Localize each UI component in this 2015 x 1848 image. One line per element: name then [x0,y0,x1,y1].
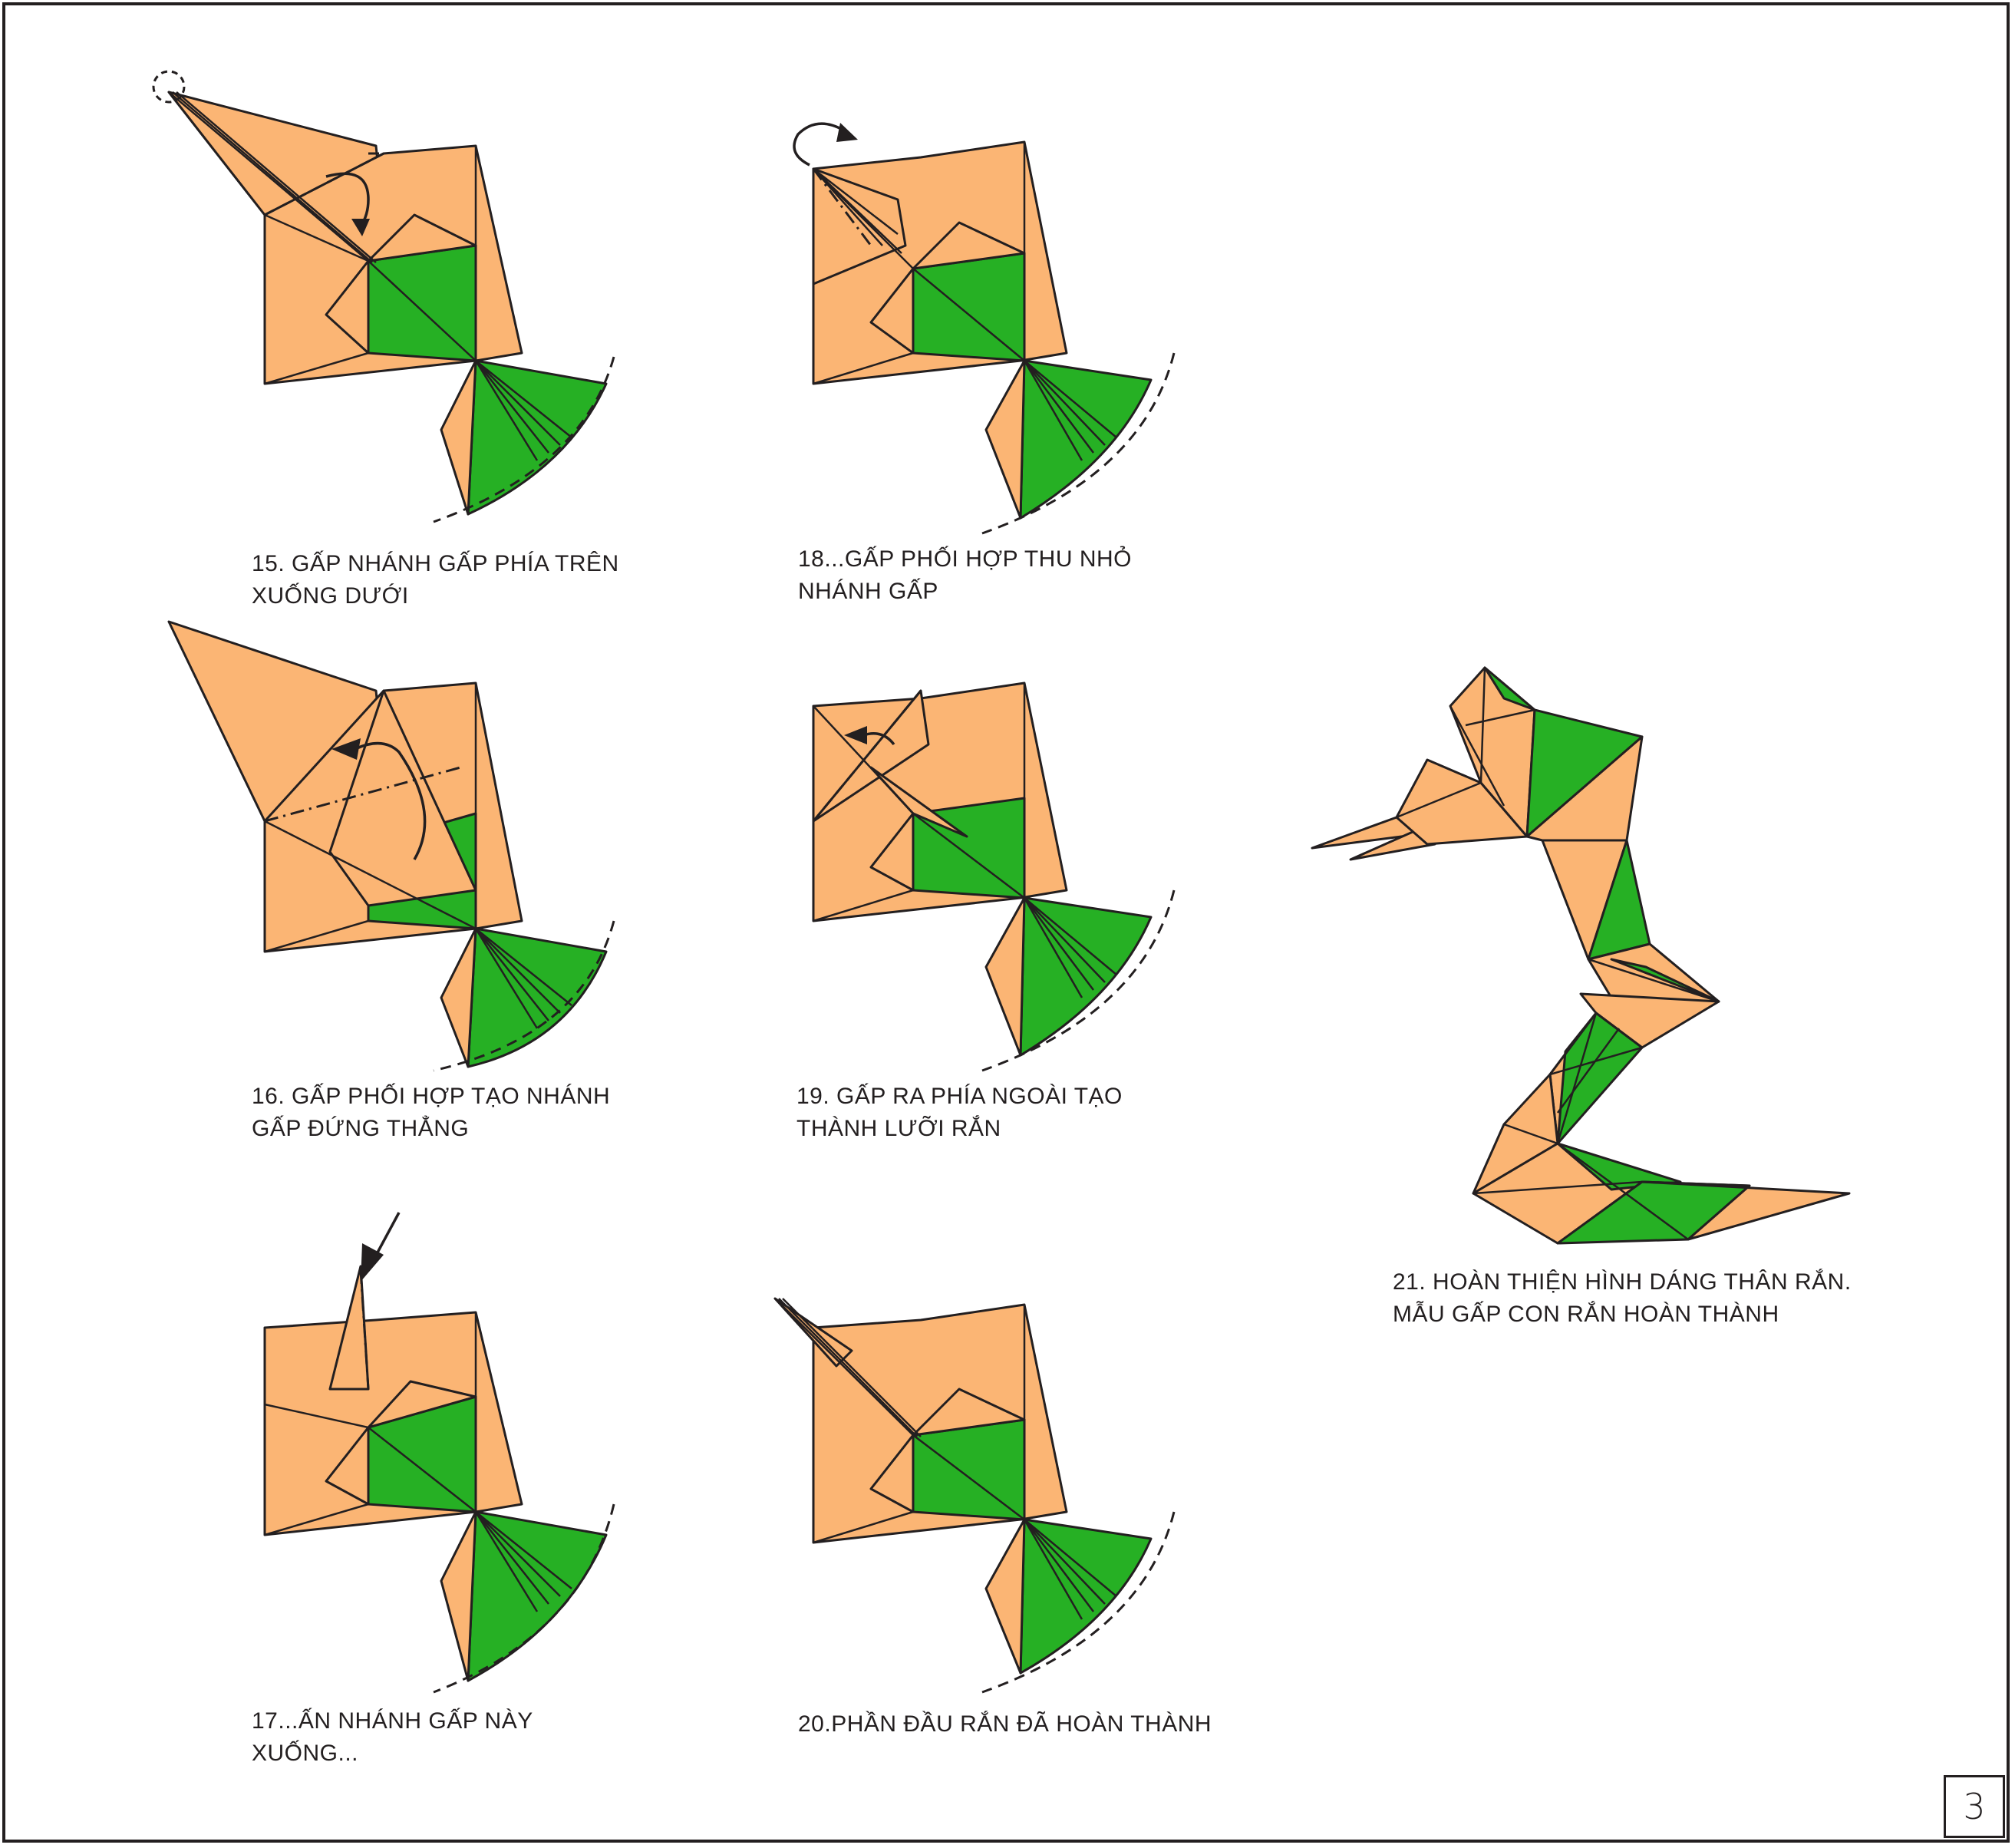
caption-line: 19. GẤP RA PHÍA NGOÀI TẠO [796,1084,1123,1109]
page-number: 3 [1944,1775,2005,1838]
step-18-diagram [767,115,1212,545]
caption-line: NHÁNH GẤP [798,579,938,604]
step-15-caption: 15. GẤP NHÁNH GẤP PHÍA TRÊN XUỐNG DƯỚI [252,548,619,612]
step-21-caption: 21. HOÀN THIỆN HÌNH DÁNG THÂN RẮN. MẪU G… [1393,1266,1852,1331]
caption-line: 18...GẤP PHỐI HỢP THU NHỎ [798,546,1133,572]
step-17-diagram [138,1197,660,1694]
step-21-diagram [1304,652,1872,1259]
caption-line: 15. GẤP NHÁNH GẤP PHÍA TRÊN [252,551,619,576]
step-20-caption: 20.PHẦN ĐẦU RẮN ĐÃ HOÀN THÀNH [798,1708,1212,1741]
step-16-diagram [138,614,660,1074]
caption-line: XUỐNG DƯỚI [252,583,409,609]
step-20-diagram [767,1289,1212,1704]
caption-line: GẤP ĐỨNG THẲNG [252,1116,470,1141]
step-16-caption: 16. GẤP PHỐI HỢP TẠO NHÁNH GẤP ĐỨNG THẲN… [252,1081,610,1145]
caption-line: MẪU GẤP CON RẮN HOÀN THÀNH [1393,1302,1779,1327]
caption-line: 16. GẤP PHỐI HỢP TẠO NHÁNH [252,1084,611,1109]
step-19-diagram [767,675,1212,1090]
caption-line: XUỐNG... [252,1741,359,1766]
caption-line: 20.PHẦN ĐẦU RẮN ĐÃ HOÀN THÀNH [798,1711,1212,1737]
caption-line: 21. HOÀN THIỆN HÌNH DÁNG THÂN RẮN. [1393,1269,1852,1295]
caption-line: 17...ẤN NHÁNH GẤP NÀY [252,1708,533,1734]
step-19-caption: 19. GẤP RA PHÍA NGOÀI TẠO THÀNH LƯỠI RẮN [796,1081,1123,1145]
step-18-caption: 18...GẤP PHỐI HỢP THU NHỎ NHÁNH GẤP [798,543,1132,608]
step-15-diagram [138,61,660,537]
caption-line: THÀNH LƯỠI RẮN [796,1116,1001,1141]
step-17-caption: 17...ẤN NHÁNH GẤP NÀY XUỐNG... [252,1705,533,1770]
